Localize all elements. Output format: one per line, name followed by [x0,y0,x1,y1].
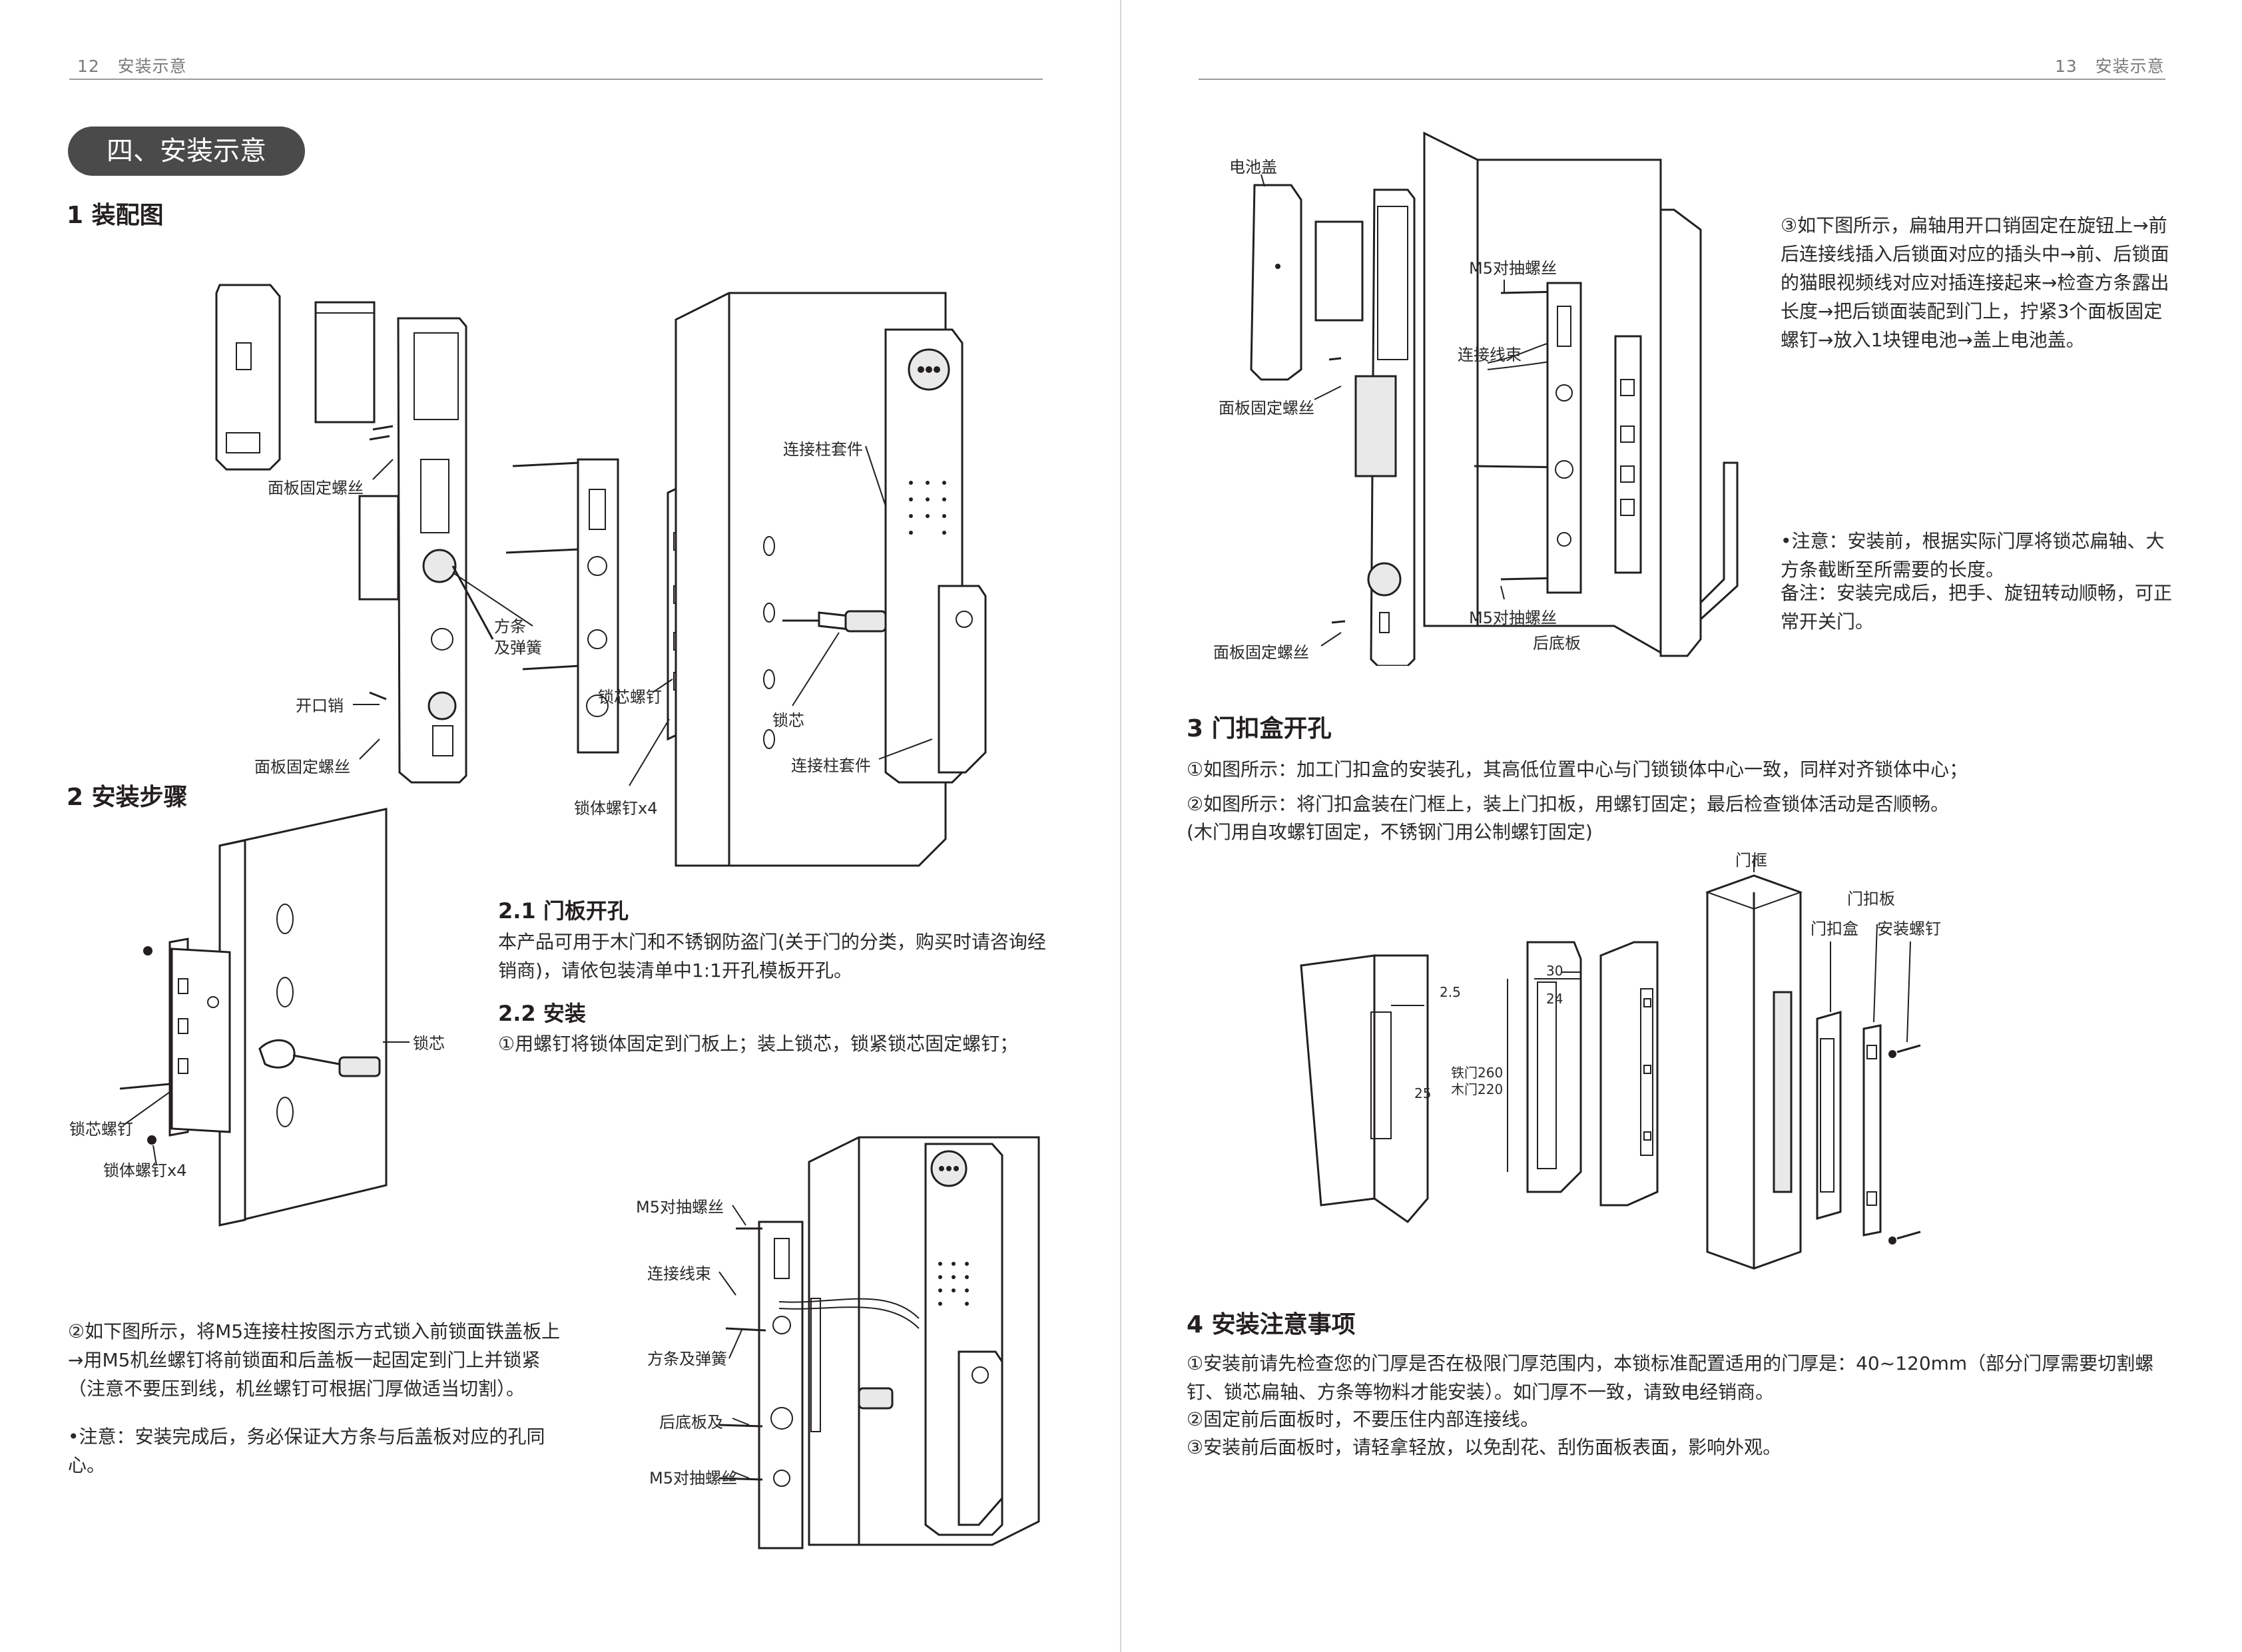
label-top-m5: M5对抽螺丝 [1469,259,1557,278]
strike-line2: ②如图所示：将门扣盒装在门框上，装上门扣板，用螺钉固定；最后检查锁体活动是否顺畅… [1187,793,1950,815]
s21-title: 2.1 门板开孔 [498,898,629,924]
s22-text: ①用螺钉将锁体固定到门板上；装上锁芯，锁紧锁芯固定螺钉； [498,1033,1019,1055]
header-rule [1199,79,2165,80]
label-bar-spring: 方条 及弹簧 [494,617,542,657]
page-header-left: 12 安装示意 [77,53,187,77]
section-name: 安装示意 [2095,57,2165,76]
label-top-wire: 连接线束 [1458,346,1522,364]
note-1: ①安装前请先检查您的门厚是否在极限门厚范围内，本锁标准配置适用的门厚是：40~1… [1187,1352,2154,1403]
page-header-right: 13 安装示意 [2055,53,2165,77]
assembly-heading: 1 装配图 [67,202,164,229]
label-bottom-panel-screw: 面板固定螺丝 [1213,643,1309,662]
header-rule [69,79,1043,80]
label-fig-wire: 连接线束 [647,1264,711,1283]
page-number: 12 [77,57,100,76]
mounting-plate-shape [577,458,619,754]
label-step-body-screw: 锁体螺钉x4 [103,1161,187,1180]
step3-remark: 备注：安装完成后，把手、旋钮转动顺畅，可正常开关门。 [1781,582,2173,633]
label-strike-plate: 门扣板 [1847,890,1895,908]
label-fig-bar-spring: 方条及弹簧 [647,1350,727,1368]
label-door-frame: 门框 [1735,851,1767,870]
strike-heading: 3 门扣盒开孔 [1187,715,1332,742]
cover-clip [226,432,260,453]
label-fig-m5-top: M5对抽螺丝 [636,1198,724,1217]
back-handle-shape [358,495,400,601]
strike-line1: ①如图所示：加工门扣盒的安装孔，其高低位置中心与门锁锁体中心一致，同样对齐锁体中… [1187,758,1968,780]
front-install-diagram [718,1136,1040,1549]
note-3: ③安装前后面板时，请轻拿轻放，以免刮花、刮伤面板表面，影响外观。 [1187,1436,1782,1458]
assembly-diagram [215,284,987,867]
mortise-install-diagram [119,808,410,1227]
back-install-diagram [1250,131,1739,666]
step-cylinder-shape [338,1056,381,1077]
front-handle-shape [938,585,987,774]
battery-shape [314,301,376,423]
label-dim-25: 25 [1414,1085,1432,1101]
strike-line3: (木门用自攻螺钉固定，不锈钢门用公制螺钉固定) [1187,821,1593,843]
label-dim-2-5: 2.5 [1440,984,1461,1000]
chapter-title-pill: 四、安装示意 [68,127,305,176]
back-panel-shape [397,317,467,784]
right-page: 13 安装示意 [1121,0,2242,1652]
label-dim-24: 24 [1546,991,1563,1007]
back-panel-knob-slot [420,459,449,533]
steps-heading: 2 安装步骤 [67,784,188,811]
step2-text: ②如下图所示，将M5连接柱按图示方式锁入前锁面铁盖板上→用M5机丝螺钉将前锁面和… [68,1320,561,1400]
label-panel-screw-top: 面板固定螺丝 [268,479,364,497]
label-connector-kit-top: 连接柱套件 [783,440,863,459]
left-page: 12 安装示意 四、安装示意 1 装配图 [67,53,1046,1549]
label-connector-kit-bottom: 连接柱套件 [791,756,871,775]
label-dim-wood: 木门220 [1451,1081,1504,1097]
step3-note: •注意：安装前，根据实际门厚将锁芯扁轴、大方条截断至所需要的长度。 [1781,530,2165,581]
page-number: 13 [2055,57,2078,76]
label-bottom-m5: M5对抽螺丝 [1469,609,1557,627]
s21-text: 本产品可用于木门和不锈钢防盗门(关于门的分类，购买时请咨询经销商)，请依包装清单… [498,931,1046,981]
label-lock-core: 锁芯 [772,711,804,730]
label-dim-30: 30 [1546,963,1563,979]
label-step-lock-core: 锁芯 [413,1034,445,1053]
notes-heading: 4 安装注意事项 [1187,1311,1356,1338]
label-back-plate: 后底板 [1533,634,1581,653]
step2-note: •注意：安装完成后，务必保证大方条与后盖板对应的孔同心。 [68,1426,545,1476]
s22-title: 2.2 安装 [498,1001,586,1026]
label-battery-cover: 电池盖 [1229,158,1277,176]
note-2: ②固定前后面板时，不要压住内部连接线。 [1187,1408,1540,1430]
page-gutter [1120,0,1122,1652]
label-fig-back-plate: 后底板及 [659,1413,723,1432]
strike-box-diagram [1300,859,1921,1270]
battery-cover-shape [215,284,281,471]
label-install-screw: 安装螺钉 [1877,920,1941,938]
label-panel-screw-bottom: 面板固定螺丝 [254,758,350,776]
label-strike-box: 门扣盒 [1811,920,1858,938]
label-fig-m5-bottom: M5对抽螺丝 [649,1469,737,1488]
label-core-screw: 锁芯螺钉 [598,688,662,706]
label-dim-iron: 铁门260 [1451,1065,1504,1081]
label-step-core-screw: 锁芯螺钉 [69,1120,133,1139]
back-panel-window [414,332,459,420]
cover-slot [236,342,252,370]
section-name: 安装示意 [117,57,187,76]
label-top-panel-screw: 面板固定螺丝 [1219,399,1314,417]
step3-text: ③如下图所示，扁轴用开口销固定在旋钮上→前后连接线插入后锁面对应的插头中→前、后… [1781,214,2169,351]
label-split-pin: 开口销 [296,696,344,715]
keypad-dots [909,481,946,535]
label-body-screw: 锁体螺钉x4 [574,799,658,818]
